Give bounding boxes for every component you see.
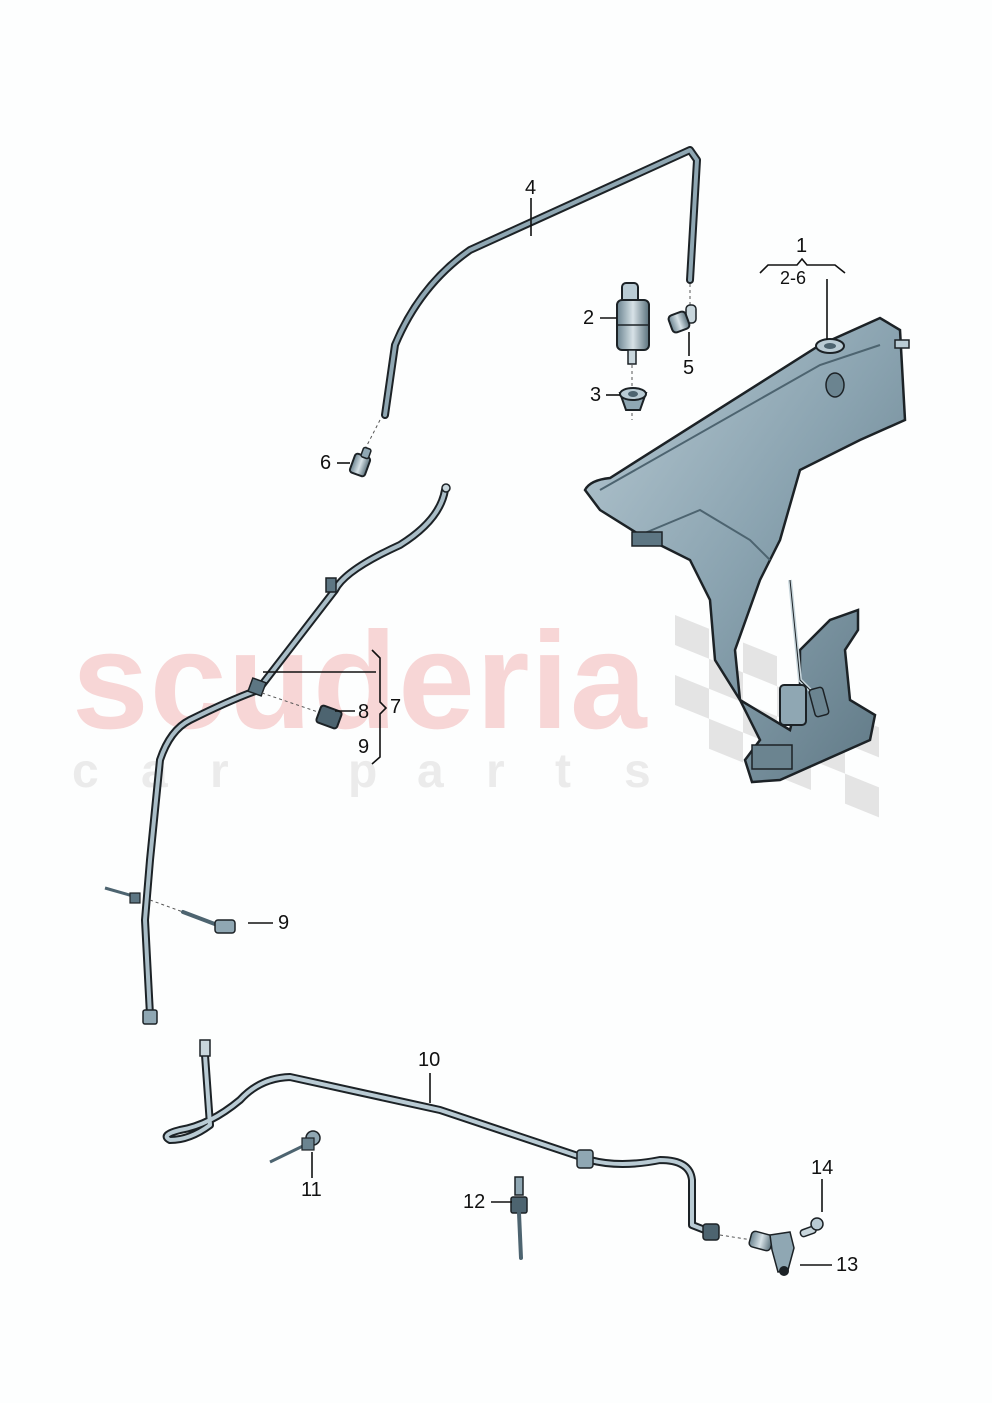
callout-1: 1 — [796, 235, 808, 257]
assembly-line — [149, 899, 184, 913]
watermark-letter: r — [486, 745, 505, 798]
callout-10: 10 — [418, 1049, 441, 1071]
callout-9-group: 9 — [358, 736, 370, 758]
screw-14 — [799, 1217, 824, 1238]
callout-4: 4 — [525, 177, 537, 199]
callout-5: 5 — [683, 357, 695, 379]
hose-clip — [247, 677, 267, 697]
hose-nozzle-fitting — [702, 1223, 720, 1241]
watermark-letter: r — [210, 745, 229, 798]
watermark-brand: scuderia — [72, 604, 648, 758]
hose-end — [441, 483, 451, 493]
cable-tie-9 — [181, 910, 236, 934]
callout-12: 12 — [463, 1191, 486, 1213]
hose-fitting — [199, 1039, 211, 1057]
callout-13: 13 — [836, 1254, 859, 1276]
callout-3: 3 — [590, 384, 602, 406]
watermark-letter: t — [555, 745, 571, 798]
connector-6 — [348, 446, 372, 478]
hose-clip — [325, 577, 337, 593]
callout-2: 2 — [583, 307, 595, 329]
watermark-letter: a — [417, 745, 444, 798]
clip-8 — [315, 704, 343, 730]
cable-tie-12 — [510, 1176, 528, 1260]
elbow-connector-5 — [667, 304, 697, 334]
hose-7 — [141, 486, 449, 1019]
assembly-line — [261, 692, 319, 713]
watermark-letter: s — [624, 745, 651, 798]
callout-9: 9 — [278, 912, 290, 934]
hose-4 — [381, 146, 701, 419]
assembly-line — [719, 1234, 753, 1241]
callout-11: 11 — [301, 1179, 322, 1201]
watermark-letter: p — [348, 745, 378, 798]
hose-end-cap — [142, 1009, 158, 1025]
callout-8: 8 — [358, 701, 370, 723]
washer-reservoir-1 — [583, 316, 910, 784]
callout-6: 6 — [320, 452, 332, 474]
grommet-3 — [618, 387, 648, 411]
callout-7: 7 — [390, 696, 402, 718]
hose-10 — [162, 1051, 714, 1236]
washer-pump-2 — [616, 282, 650, 365]
clip-11 — [269, 1130, 321, 1164]
hose-coupling — [576, 1149, 594, 1169]
leader-lines — [248, 198, 846, 1266]
watermark-letter: c — [72, 745, 99, 798]
callout-2-6: 2-6 — [780, 268, 807, 288]
washer-nozzle-13 — [748, 1230, 795, 1276]
callout-14: 14 — [811, 1157, 834, 1179]
cable-tie-on-hose — [104, 886, 141, 904]
